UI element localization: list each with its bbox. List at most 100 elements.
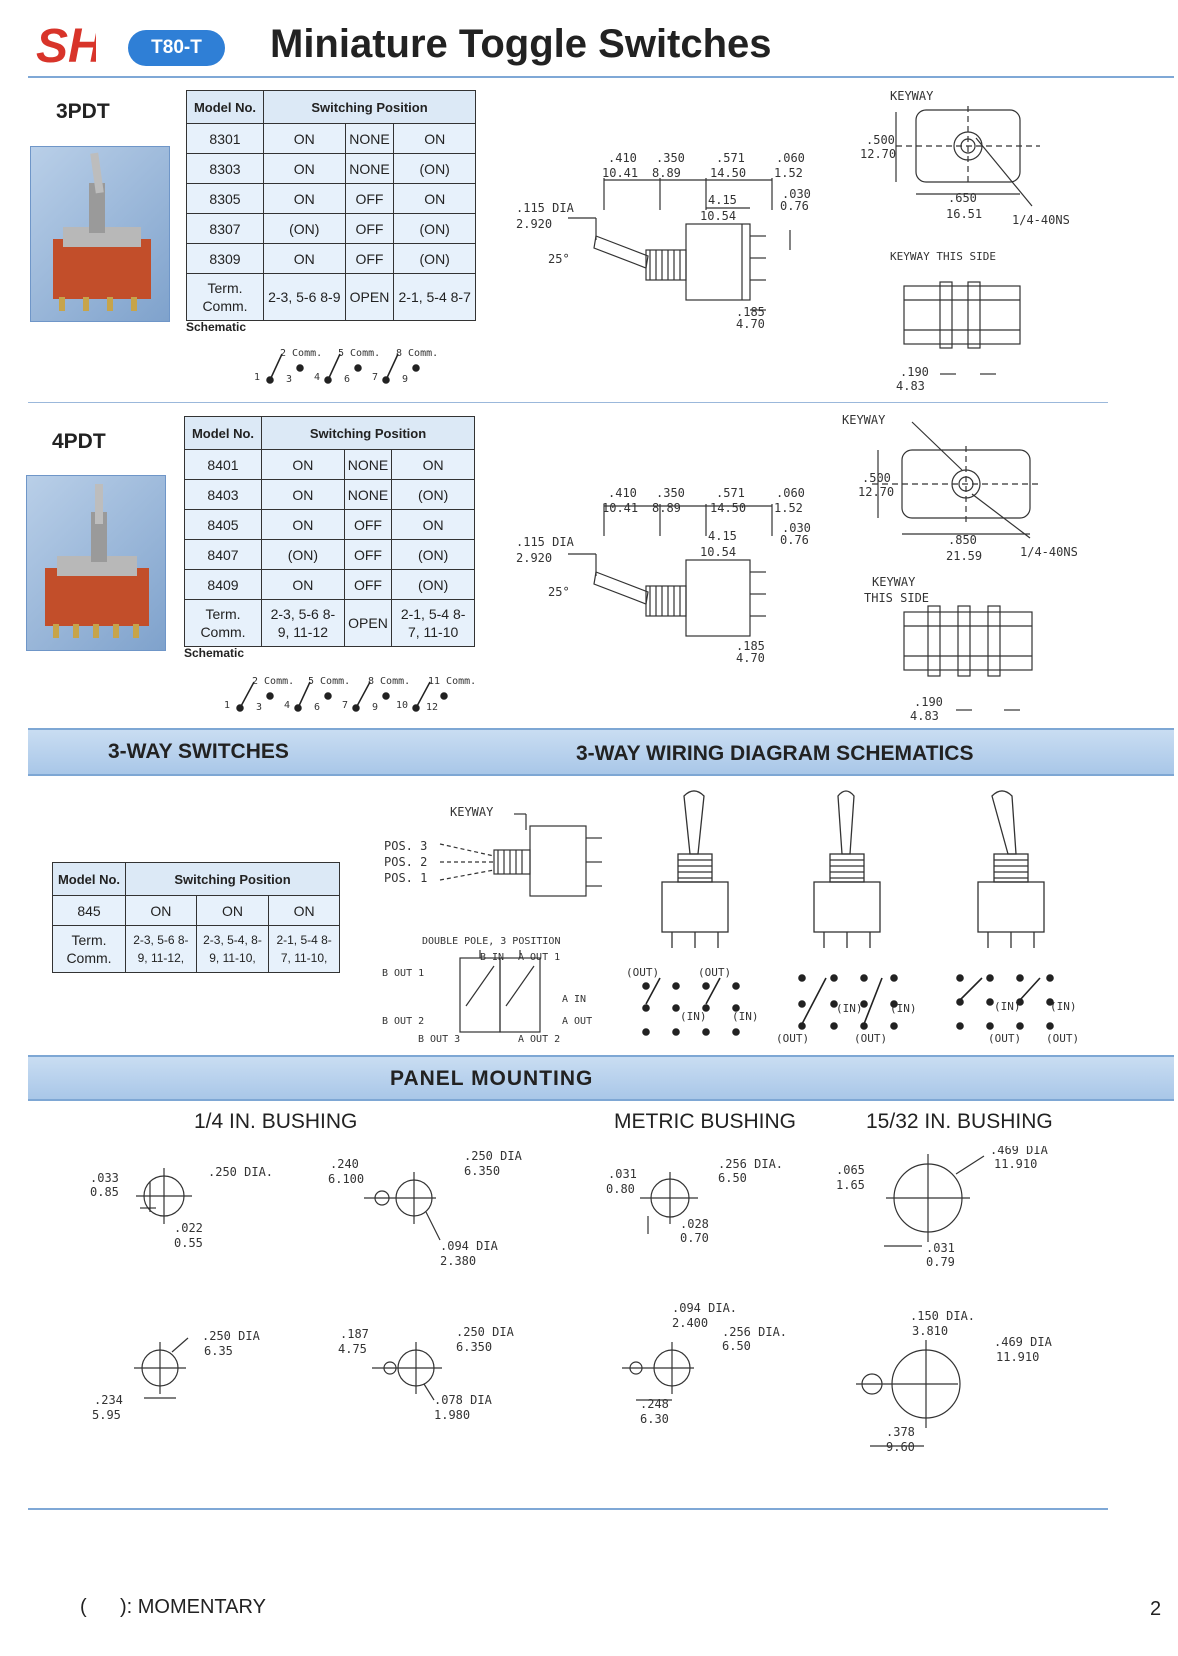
- dim-text: 0.55: [174, 1236, 203, 1250]
- dim-text: .031: [608, 1167, 637, 1181]
- dim-text: (OUT): [698, 966, 731, 979]
- dim-text: .060: [776, 486, 805, 500]
- dim-text: 11.910: [994, 1157, 1037, 1171]
- table-cell: Term. Comm.: [184, 599, 262, 647]
- dim-text: .571: [716, 151, 745, 165]
- toggle-drawing-3: [977, 790, 1045, 948]
- band-title-3way-wiring: 3-WAY WIRING DIAGRAM SCHEMATICS: [576, 742, 974, 765]
- dim-text: (IN): [1050, 1000, 1077, 1013]
- toggle-drawing-2: [813, 790, 881, 948]
- three-way-pin-schematics: (OUT) (OUT) (IN) (IN) (IN) (IN) (OUT) (O…: [626, 966, 1079, 1045]
- keyway-view-3pdt: KEYWAY .500 12.70 .650 16.51 1/4-40NS KE…: [860, 89, 1070, 393]
- dim-text: .150 DIA.: [910, 1309, 975, 1323]
- dim-text: 0.80: [606, 1182, 635, 1196]
- dim-text: 0.79: [926, 1255, 955, 1269]
- dim-text: .248: [640, 1397, 669, 1411]
- dim-text: 6.350: [456, 1340, 492, 1354]
- dim-text: 2.920: [516, 551, 552, 565]
- dimension-drawing-3pdt: .410 10.41 .350 8.89 .571 14.50 .060 1.5…: [516, 151, 811, 331]
- table-cell: ON: [268, 895, 340, 926]
- dim-text: POS. 2: [384, 855, 427, 869]
- dim-text: 12.70: [860, 147, 896, 161]
- table-cell: (ON): [393, 243, 476, 274]
- dim-text: 0.85: [90, 1185, 119, 1199]
- table-cell: 845: [52, 895, 126, 926]
- table-cell: 2-3, 5-6 8-9, 11-12,: [125, 925, 197, 973]
- dim-text: 6.350: [464, 1164, 500, 1178]
- table-cell: ON: [261, 449, 345, 480]
- schematic-pin: 3: [256, 702, 262, 713]
- dim-text: 6.50: [722, 1339, 751, 1353]
- table-header: Switching Position: [125, 862, 340, 896]
- dim-text: .350: [656, 151, 685, 165]
- schematic-label: Schematic: [186, 320, 247, 334]
- dim-text: 2.920: [516, 217, 552, 231]
- table-row: 8407(ON)OFF(ON): [184, 539, 475, 570]
- table-cell: ON: [263, 183, 346, 214]
- dim-text: 6.50: [718, 1171, 747, 1185]
- dim-text: .115 DIA: [516, 201, 575, 215]
- dim-text: KEYWAY THIS SIDE: [890, 250, 996, 263]
- dim-text: 0.76: [780, 533, 809, 547]
- table-cell: 8405: [184, 509, 262, 540]
- dim-text: .030: [782, 187, 811, 201]
- dim-text: 4.83: [896, 379, 925, 393]
- schematic-pin: 4: [284, 700, 290, 711]
- dim-text: .250 DIA: [464, 1149, 523, 1163]
- table-cell: 2-3, 5-4, 8-9, 11-10,: [195, 925, 270, 973]
- table-cell: (ON): [391, 479, 475, 510]
- dim-text: .234: [94, 1393, 123, 1407]
- dim-text: .350: [656, 486, 685, 500]
- table-cell: NONE: [343, 449, 393, 480]
- table-cell: ON: [261, 479, 345, 510]
- table-cell: 8301: [186, 123, 264, 154]
- dim-text: 10.54: [700, 209, 736, 223]
- sh-logo: SH: [34, 18, 96, 68]
- table-cell: (ON): [391, 539, 475, 570]
- dim-text: .256 DIA.: [718, 1157, 783, 1171]
- panel-cutouts-row-2: .250 DIA 6.35 .234 5.95 .187 4.75 .250 D…: [92, 1301, 1053, 1454]
- dim-text: .190: [914, 695, 943, 709]
- table-cell: NONE: [344, 153, 395, 184]
- table-cell: 8409: [184, 569, 262, 600]
- table-cell: OFF: [343, 569, 393, 600]
- dim-text: 1.52: [774, 166, 803, 180]
- dim-text: 0.76: [780, 199, 809, 213]
- dim-text: .250 DIA.: [208, 1165, 273, 1179]
- dim-text: 1.65: [836, 1178, 865, 1192]
- dim-text: .240: [330, 1157, 359, 1171]
- schematic-comm-label: 5 Comm.: [308, 676, 350, 687]
- dim-text: A OUT: [562, 1016, 592, 1027]
- schematic-pin: 9: [402, 374, 408, 385]
- schematic-pin: 10: [396, 700, 408, 711]
- section-label-4pdt: 4PDT: [52, 430, 106, 453]
- dim-text: 3.810: [912, 1324, 948, 1338]
- dim-text: .410: [608, 486, 637, 500]
- table-cell: 2-1, 5-4 8-7, 11-10: [391, 599, 475, 647]
- table-header: Switching Position: [261, 416, 475, 450]
- schematic-comm-label: 11 Comm.: [428, 676, 476, 687]
- band-title-3way-switches: 3-WAY SWITCHES: [108, 740, 289, 763]
- dim-text: 1/4-40NS: [1012, 213, 1070, 227]
- dim-text: .185: [736, 639, 765, 653]
- toggle-switch-photo-icon: [45, 484, 149, 638]
- dim-text: KEYWAY: [450, 805, 494, 819]
- section-label-3pdt: 3PDT: [56, 100, 110, 123]
- dim-text: .030: [782, 521, 811, 535]
- dim-text: 5.95: [92, 1408, 121, 1422]
- dim-text: .065: [836, 1163, 865, 1177]
- table-cell: 2-3, 5-6 8-9: [263, 273, 346, 321]
- dim-text: .250 DIA: [456, 1325, 515, 1339]
- dim-text: (IN): [680, 1010, 707, 1023]
- dim-text: 10.41: [602, 166, 638, 180]
